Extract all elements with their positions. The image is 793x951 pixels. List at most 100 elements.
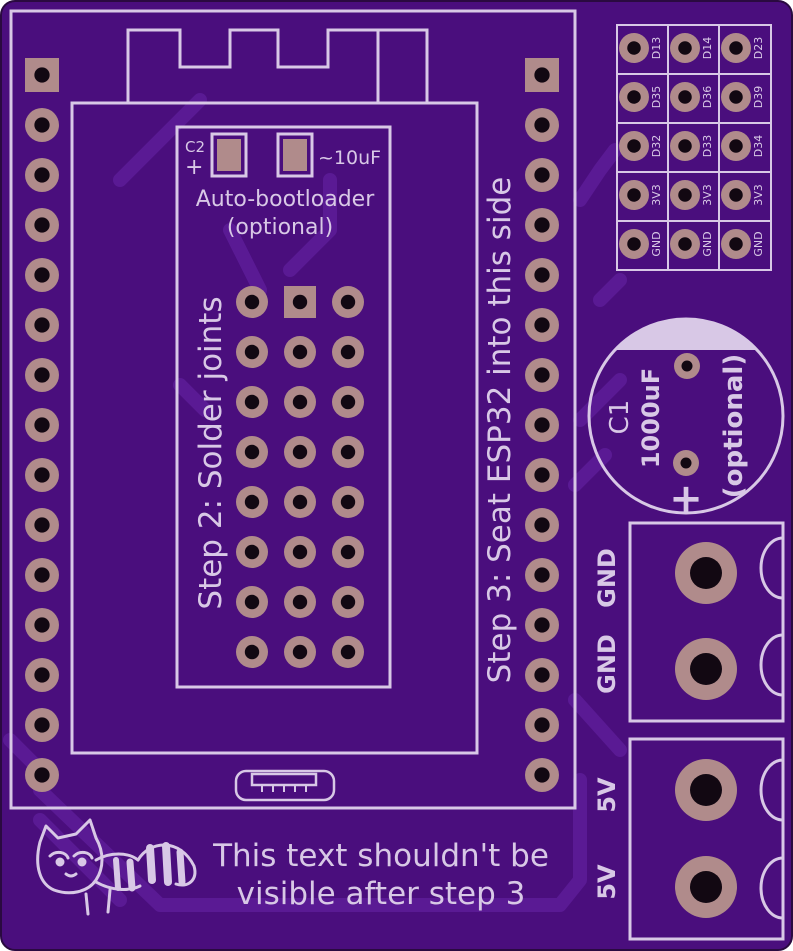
center-pin-r6-c2: [284, 536, 316, 568]
right-header-pin-8: [525, 408, 559, 442]
left-header-pin-9: [25, 458, 59, 492]
left-header-pin-10: [25, 508, 59, 542]
right-header-pin-12: [525, 608, 559, 642]
breakout-label: GND: [752, 231, 765, 256]
right-header-pin-2: [525, 108, 559, 142]
breakout-label: D36: [701, 86, 714, 108]
breakout-label: GND: [650, 231, 663, 256]
esp32-outline: [9, 9, 577, 810]
center-pin-r3-c3: [332, 386, 364, 418]
breakout-pin-gnd-5-2: [670, 229, 700, 259]
breakout-label: D39: [752, 86, 765, 108]
right-header-pin-1: [525, 58, 559, 92]
breakout-pin-3v3-4-1: [619, 180, 649, 210]
right-header-pin-14: [525, 708, 559, 742]
breakout-label: D23: [752, 37, 765, 59]
right-header-pin-5: [525, 258, 559, 292]
breakout-label: D32: [650, 135, 663, 157]
5v-terminal-pad-2: [675, 856, 737, 918]
5v-terminal-label-1: 5V: [593, 777, 621, 813]
c1-pad-negative: [674, 353, 700, 379]
breakout-pin-d35-2-1: [619, 82, 649, 112]
left-header-pin-5: [25, 258, 59, 292]
center-pin-r5-c2: [284, 486, 316, 518]
c1-optional-label: (optional): [719, 354, 749, 498]
right-header-pin-13: [525, 658, 559, 692]
center-pin-r5-c3: [332, 486, 364, 518]
right-header-pin-10: [525, 508, 559, 542]
center-pin-r8-c3: [332, 636, 364, 668]
5v-terminal-pad-1: [675, 759, 737, 821]
center-pin-r7-c3: [332, 586, 364, 618]
c2-capacitor: C2 + ~10uF Auto-bootloader (optional): [185, 132, 381, 240]
center-pin-grid: [236, 286, 364, 668]
right-pin-header: [525, 58, 559, 792]
center-pin-r2-c2: [284, 336, 316, 368]
wifi-antenna-outline: [126, 28, 429, 103]
gnd-screw-terminal: GND GND: [593, 521, 785, 723]
left-header-pin-15: [25, 758, 59, 792]
center-pin-r4-c2: [284, 436, 316, 468]
c2-value-label: ~10uF: [318, 147, 381, 169]
left-header-pin-14: [25, 708, 59, 742]
5v-screw-terminal: 5V 5V: [593, 737, 785, 941]
right-header-pin-15: [525, 758, 559, 792]
center-pin-r2-c3: [332, 336, 364, 368]
left-header-pin-12: [25, 608, 59, 642]
breakout-pin-d32-3-1: [619, 131, 649, 161]
c2-plus-mark: +: [185, 155, 203, 180]
breakout-pin-d23-1-3: [721, 33, 751, 63]
center-pin-r7-c2: [284, 586, 316, 618]
center-pin-r1-c2: [284, 286, 316, 318]
breakout-label: 3V3: [650, 184, 663, 206]
c2-label: C2: [185, 138, 205, 156]
breakout-pin-d34-3-3: [721, 131, 751, 161]
breakout-pin-d39-2-3: [721, 82, 751, 112]
gnd-terminal-pad-2: [675, 638, 737, 700]
right-header-pin-4: [525, 208, 559, 242]
left-header-pin-6: [25, 308, 59, 342]
center-pin-r7-c1: [236, 586, 268, 618]
left-header-pin-4: [25, 208, 59, 242]
right-header-pin-11: [525, 558, 559, 592]
breakout-label: 3V3: [752, 184, 765, 206]
center-pin-r6-c1: [236, 536, 268, 568]
raccoon-mascot-logo: [36, 818, 197, 916]
right-header-pin-3: [525, 158, 559, 192]
gnd-terminal-label-2: GND: [593, 634, 621, 694]
left-header-pin-7: [25, 358, 59, 392]
breakout-pin-d33-3-2: [670, 131, 700, 161]
c1-pad-positive: [673, 450, 699, 476]
c1-value-label: 1000uF: [637, 368, 665, 468]
step2-label: Step 2: Solder joints: [193, 296, 229, 609]
center-pin-r6-c3: [332, 536, 364, 568]
breakout-pin-gnd-5-1: [619, 229, 649, 259]
breakout-label: D34: [752, 135, 765, 157]
right-header-pin-7: [525, 358, 559, 392]
gnd-terminal-pad-1: [675, 542, 737, 604]
breakout-pin-3v3-4-3: [721, 180, 751, 210]
auto-bootloader-label: Auto-bootloader: [196, 187, 375, 212]
breakout-pin-3v3-4-2: [670, 180, 700, 210]
left-header-pin-8: [25, 408, 59, 442]
center-pin-r3-c1: [236, 386, 268, 418]
center-pin-r4-c3: [332, 436, 364, 468]
c1-plus-mark: +: [669, 476, 703, 522]
footer-text-line1: This text shouldn't be: [212, 838, 549, 874]
right-header-pin-9: [525, 458, 559, 492]
left-pin-header: [25, 58, 59, 792]
breakout-label: D14: [701, 37, 714, 59]
center-pin-r1-c3: [332, 286, 364, 318]
left-header-pin-3: [25, 158, 59, 192]
breakout-label: D33: [701, 135, 714, 157]
left-header-pin-13: [25, 658, 59, 692]
breakout-pin-d14-1-2: [670, 33, 700, 63]
breakout-pin-d13-1-1: [619, 33, 649, 63]
center-pin-r2-c1: [236, 336, 268, 368]
gnd-terminal-label-1: GND: [593, 548, 621, 608]
step3-label: Step 3: Seat ESP32 into this side: [482, 177, 518, 684]
center-pin-r5-c1: [236, 486, 268, 518]
breakout-pin-d36-2-2: [670, 82, 700, 112]
